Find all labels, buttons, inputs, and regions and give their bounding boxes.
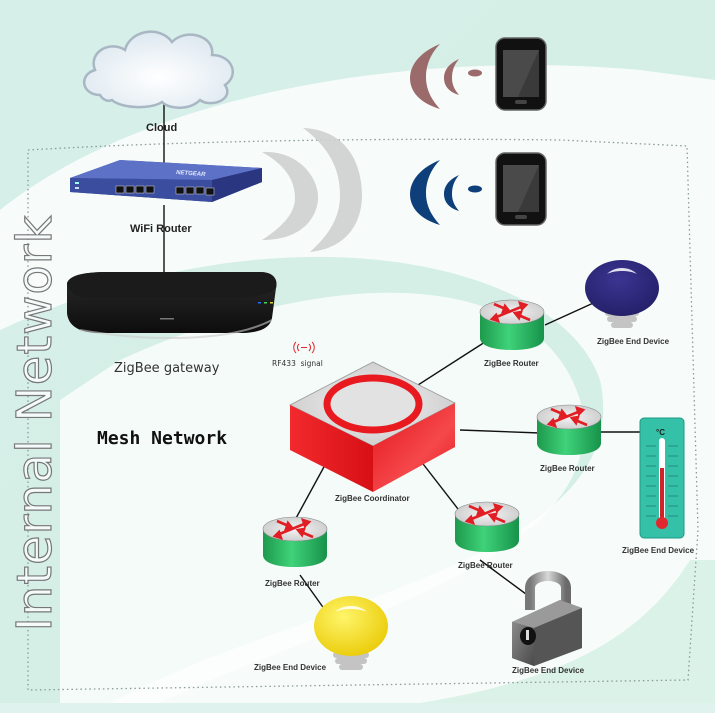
router-arrows-icon (464, 502, 506, 526)
smartphone-icon (495, 37, 547, 111)
link-coord-router-mid (419, 459, 466, 519)
network-switch-icon[interactable]: NETGEAR (70, 160, 262, 202)
connections (163, 100, 640, 611)
link-coord-router-left (294, 464, 326, 521)
router-left-label: ZigBee Router (265, 579, 320, 588)
smartphone-icon (495, 152, 547, 226)
router-mid[interactable] (454, 501, 520, 552)
link-router-top-bulb (544, 299, 601, 326)
phone-bottom[interactable] (410, 152, 547, 226)
gateway-box-icon[interactable] (67, 272, 277, 339)
router-arrows-icon (546, 405, 588, 429)
link-coord-router-top (417, 341, 486, 386)
background-swoosh-inner (60, 292, 584, 703)
link-coord-router-right (459, 429, 541, 434)
router-arrows-icon (272, 517, 314, 541)
light-bulb-icon[interactable] (585, 260, 659, 328)
wifi-signal-icon (410, 160, 482, 225)
rf-signal-icon (293, 341, 315, 354)
rf-signal-label: RF433 signal (272, 359, 323, 368)
internal-network-title: Internal Network (6, 214, 63, 632)
end-device-lock-label: ZigBee End Device (512, 666, 585, 675)
link-router-left-bulb (299, 574, 326, 611)
background-light-band (420, 560, 715, 703)
thermometer-icon[interactable]: °C (639, 417, 685, 539)
cloud-icon[interactable] (83, 30, 234, 109)
wifi-router-label: WiFi Router (130, 223, 192, 235)
link-router-mid-lock (479, 559, 531, 598)
end-device-thermometer-label: ZigBee End Device (622, 546, 695, 555)
gateway-label: ZigBee gateway (114, 361, 220, 376)
internal-network-boundary (27, 138, 699, 691)
wifi-broadcast-icon (262, 128, 362, 252)
router-mid-label: ZigBee Router (458, 561, 513, 570)
router-left[interactable] (262, 516, 328, 567)
router-top[interactable] (479, 299, 545, 350)
thermometer-unit: °C (656, 428, 665, 437)
router-top-label: ZigBee Router (484, 359, 539, 368)
phone-top[interactable] (410, 37, 547, 111)
netgear-brand: NETGEAR (176, 170, 206, 178)
mesh-network-title: Mesh Network (97, 428, 227, 449)
coordinator-label: ZigBee Coordinator (335, 494, 410, 503)
cloud-label: Cloud (146, 122, 177, 134)
coordinator-icon[interactable] (289, 361, 456, 492)
light-bulb-icon[interactable] (314, 596, 388, 670)
router-right-label: ZigBee Router (540, 464, 595, 473)
router-right[interactable] (536, 404, 602, 455)
padlock-icon[interactable] (512, 571, 582, 666)
end-device-bulb-yellow-label: ZigBee End Device (254, 663, 327, 672)
router-arrows-icon (489, 300, 531, 324)
wifi-signal-icon (410, 44, 482, 109)
end-device-bulb-purple-label: ZigBee End Device (597, 337, 670, 346)
